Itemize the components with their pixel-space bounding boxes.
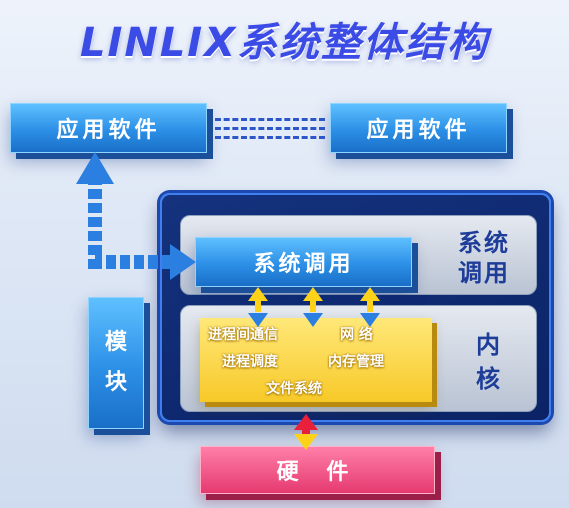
syscall-kernel-arrow-2 [303,287,323,327]
kernel-side-label: 内 核 [448,328,528,396]
app-software-box-right: 应用软件 [330,103,507,153]
dashed-connector-middle [215,127,325,130]
system-call-label: 系统调用 [253,252,354,277]
module-box: 模 块 [88,297,144,429]
app-arrow-head-up [76,152,114,184]
kernel-side-line1: 内 [476,331,500,359]
module-label-line1: 模 [104,330,127,355]
app-software-label-left: 应用软件 [56,118,161,143]
system-call-box: 系统调用 [195,237,412,287]
kernel-components-box: 进程间通信 网 络 进程调度 内存管理 文件系统 [200,318,432,402]
syscall-arrow-head-right [170,244,196,280]
kernel-hardware-arrow [294,414,318,450]
kernel-item-scheduling: 进程调度 [222,354,278,370]
syscall-kernel-arrow-1 [248,287,268,327]
kernel-item-ipc: 进程间通信 [208,327,278,343]
kernel-item-memory: 内存管理 [328,354,384,370]
system-call-side-line2: 调用 [458,259,510,287]
hardware-box: 硬 件 [200,446,435,494]
hardware-label: 硬 件 [276,460,359,485]
app-software-label-right: 应用软件 [366,118,471,143]
diagram-title: LINLIX系统整体结构 [79,20,490,66]
system-call-side-line1: 系统 [458,229,510,257]
app-software-box-left: 应用软件 [10,103,207,153]
app-to-syscall-arrow [88,175,178,269]
dashed-connector-bottom [215,136,325,139]
kernel-item-network: 网 络 [340,327,373,343]
kernel-side-line2: 核 [476,365,500,393]
syscall-kernel-arrow-3 [360,287,380,327]
system-call-side-label: 系统 调用 [440,228,528,288]
kernel-item-filesystem: 文件系统 [266,381,322,397]
module-label-line2: 块 [104,370,127,395]
dashed-connector-top [215,118,325,121]
